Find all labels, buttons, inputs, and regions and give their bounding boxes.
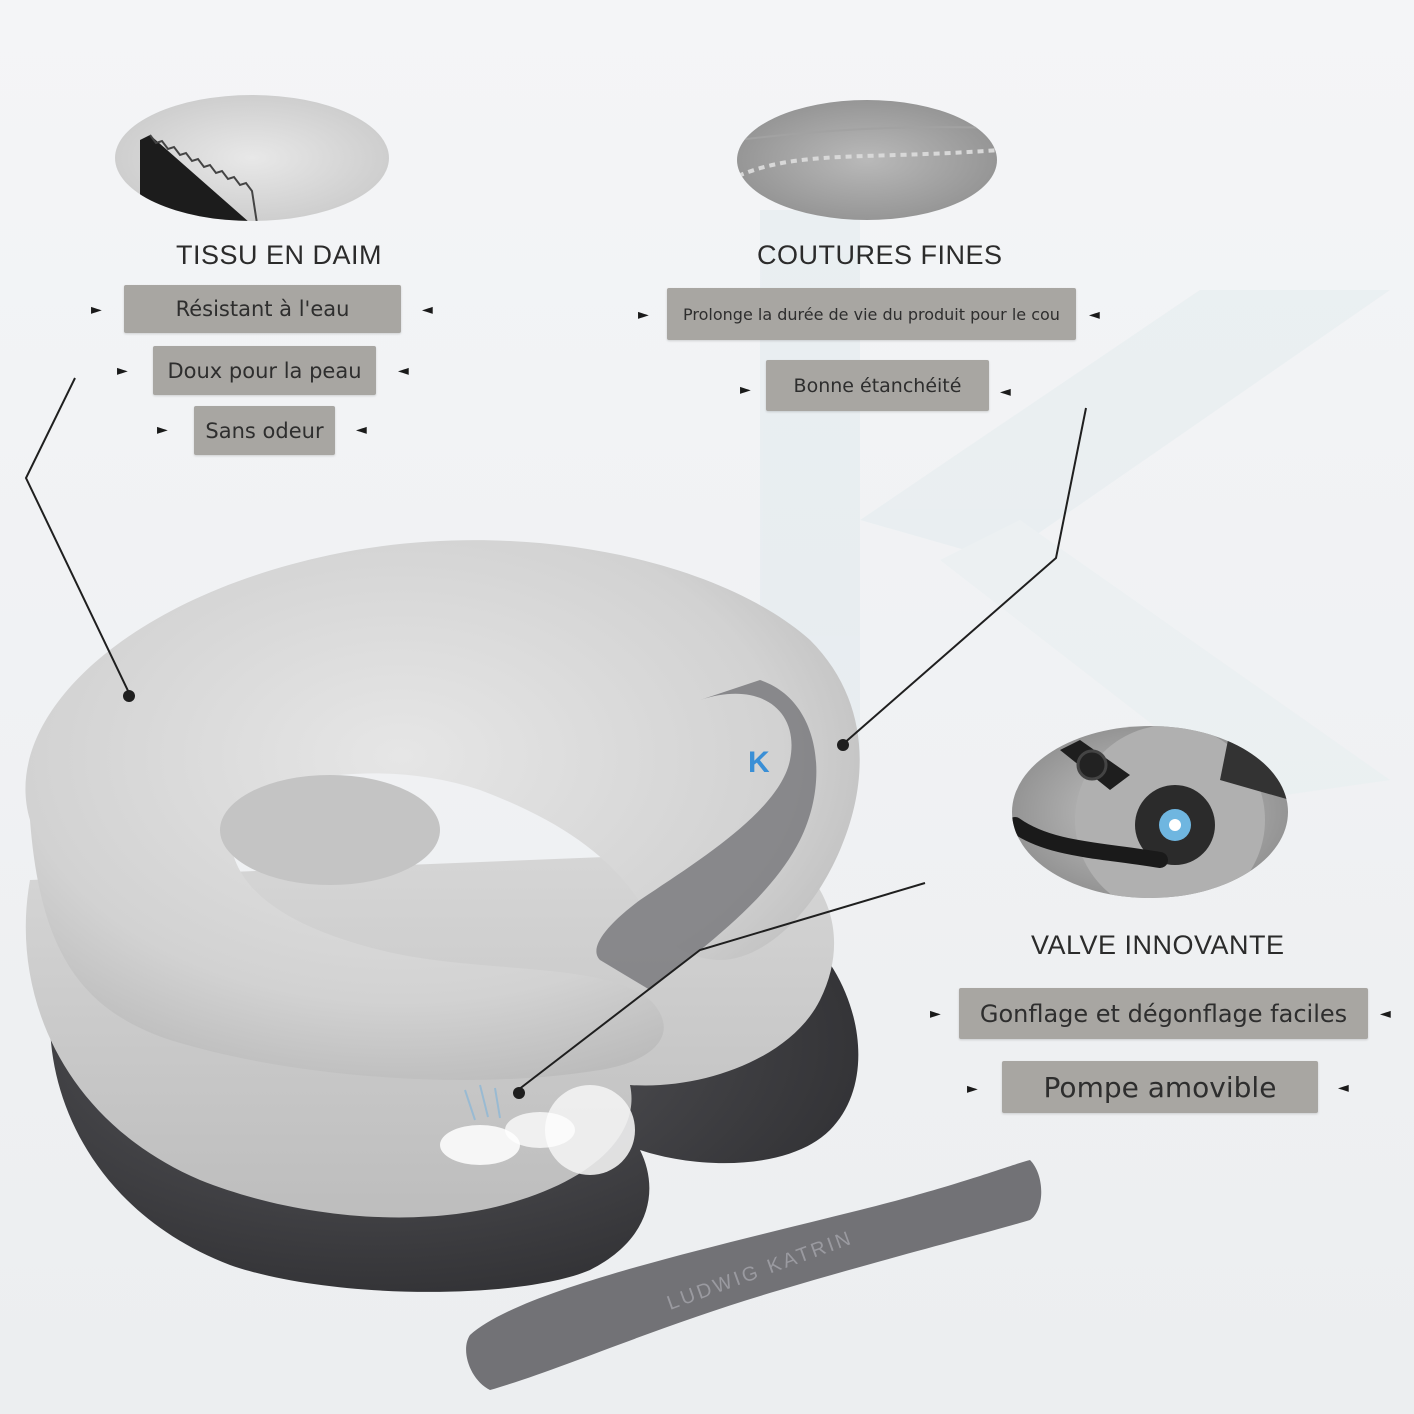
arrow-left-icon: ◄ <box>1089 307 1100 323</box>
arrow-right-icon: ► <box>117 363 128 379</box>
air-puff-graphic <box>440 1084 635 1175</box>
leader-dot-suede <box>123 690 135 702</box>
arrow-left-icon: ◄ <box>1338 1080 1349 1096</box>
feature-pill-skin-soft: Doux pour la peau <box>153 346 376 395</box>
arrow-right-icon: ► <box>157 422 168 438</box>
leader-dot-seams <box>837 739 849 751</box>
leader-line-suede <box>24 377 131 696</box>
pillow-logo: K <box>748 746 770 779</box>
feature-pill-easy-inflation: Gonflage et dégonflage faciles <box>959 988 1368 1039</box>
leader-lines <box>24 377 1087 1091</box>
arrow-right-icon: ► <box>967 1081 978 1097</box>
seam-fabric-swatch <box>737 100 997 220</box>
arrow-left-icon: ◄ <box>422 302 433 318</box>
valve-detail-inset <box>1012 726 1288 898</box>
arrow-right-icon: ► <box>91 302 102 318</box>
arrow-left-icon: ◄ <box>1380 1006 1391 1022</box>
feature-pill-durability: Prolonge la durée de vie du produit pour… <box>667 288 1076 340</box>
arrow-right-icon: ► <box>930 1006 941 1022</box>
arrow-left-icon: ◄ <box>356 422 367 438</box>
feature-pill-removable-pump: Pompe amovible <box>1002 1061 1318 1113</box>
arrow-left-icon: ◄ <box>398 363 409 379</box>
arrow-right-icon: ► <box>638 307 649 323</box>
feature-pill-odorless: Sans odeur <box>194 406 335 455</box>
section-title-seams: COUTURES FINES <box>757 240 1003 270</box>
section-title-suede: TISSU EN DAIM <box>176 240 383 270</box>
leader-line-seams <box>841 407 1087 746</box>
section-title-valve: VALVE INNOVANTE <box>1031 930 1285 960</box>
pillow-top-layer <box>25 540 860 1080</box>
suede-fabric-swatch <box>115 95 389 221</box>
arrow-right-icon: ► <box>740 382 751 398</box>
leader-line-valve <box>517 882 926 1091</box>
leader-dot-valve <box>513 1087 525 1099</box>
arrow-left-icon: ◄ <box>1000 384 1011 400</box>
feature-pill-water-resistant: Résistant à l'eau <box>124 285 401 333</box>
feature-pill-airtight: Bonne étanchéité <box>766 360 989 411</box>
